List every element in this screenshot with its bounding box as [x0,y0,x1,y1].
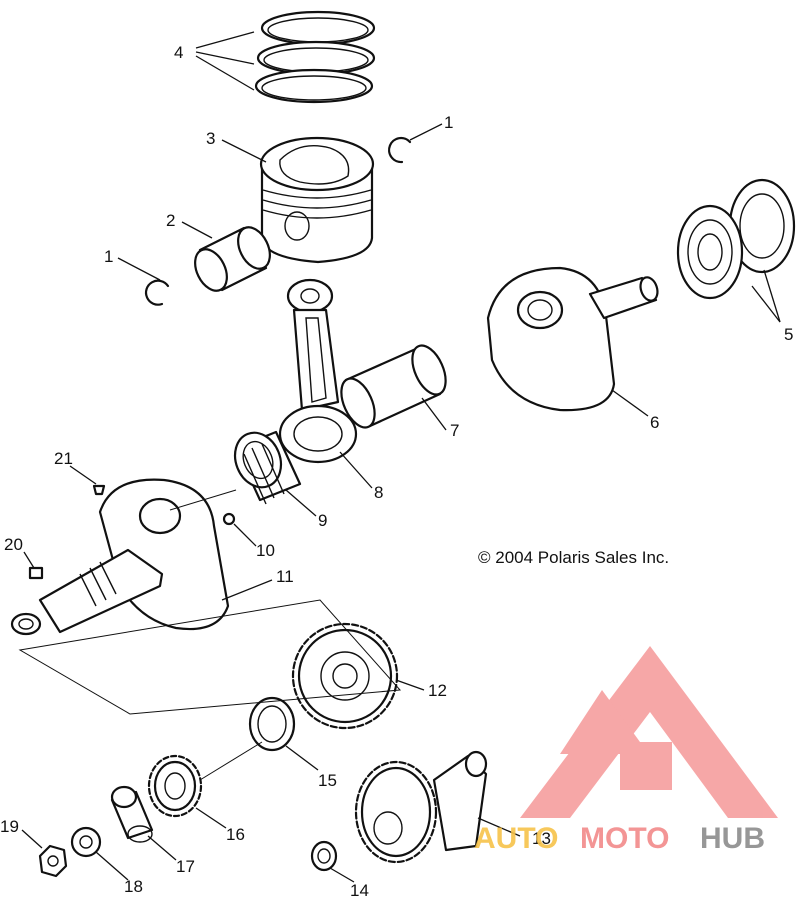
piston-pin [194,226,271,292]
watermark-triangle [520,646,778,818]
copyright-text: © 2004 Polaris Sales Inc. [478,548,669,567]
label-17: 17 [176,857,195,876]
axis-line-b [169,489,237,511]
shaft-washer [310,840,338,872]
watermark-moto: MOTO [580,822,669,855]
label-12: 12 [428,681,447,700]
ball-bearings [676,178,796,300]
automotohub-logo-icon [520,646,778,818]
crankshaft-main [10,478,230,636]
axis-line-a [199,741,263,781]
label-8: 8 [374,483,383,502]
label-18: 18 [124,877,143,896]
washer-and-nut [38,826,102,878]
balance-shaft-gear [354,750,488,864]
label-20: 20 [4,535,23,554]
connecting-rod [278,278,358,464]
label-15: 15 [318,771,337,790]
watermark-wordmark: AUTO MOTO HUB [474,822,765,855]
piston-rings [254,10,376,104]
label-2: 2 [166,211,175,230]
label-6: 6 [650,413,659,432]
gear-small [147,754,203,818]
label-1-left: 1 [104,247,113,266]
crankpin [340,344,447,429]
collar [110,785,154,843]
label-19: 19 [0,817,19,836]
thrust-washer [248,696,296,752]
crankshaft-half [486,266,659,412]
label-1-top: 1 [444,113,453,132]
label-7: 7 [450,421,459,440]
label-3: 3 [206,129,215,148]
watermark-inner-shape [560,690,672,790]
piston [259,136,375,264]
label-4: 4 [174,43,183,62]
label-11: 11 [276,567,294,586]
label-10: 10 [256,541,275,560]
needle-bearing [233,430,302,505]
small-pins [28,484,236,580]
watermark-auto: AUTO [474,822,558,855]
gear-large [291,622,399,730]
label-21: 21 [54,449,73,468]
assembly-outline [18,599,402,715]
label-13: 13 [532,829,551,848]
label-14: 14 [350,881,369,899]
label-5: 5 [784,325,793,344]
part-labels: 4 3 1 2 1 5 6 7 8 9 21 20 10 11 12 15 16… [0,43,793,899]
leader-lines [21,31,781,883]
watermark-hub: HUB [700,822,765,855]
label-16: 16 [226,825,245,844]
circlips [144,137,412,306]
label-9: 9 [318,511,327,530]
